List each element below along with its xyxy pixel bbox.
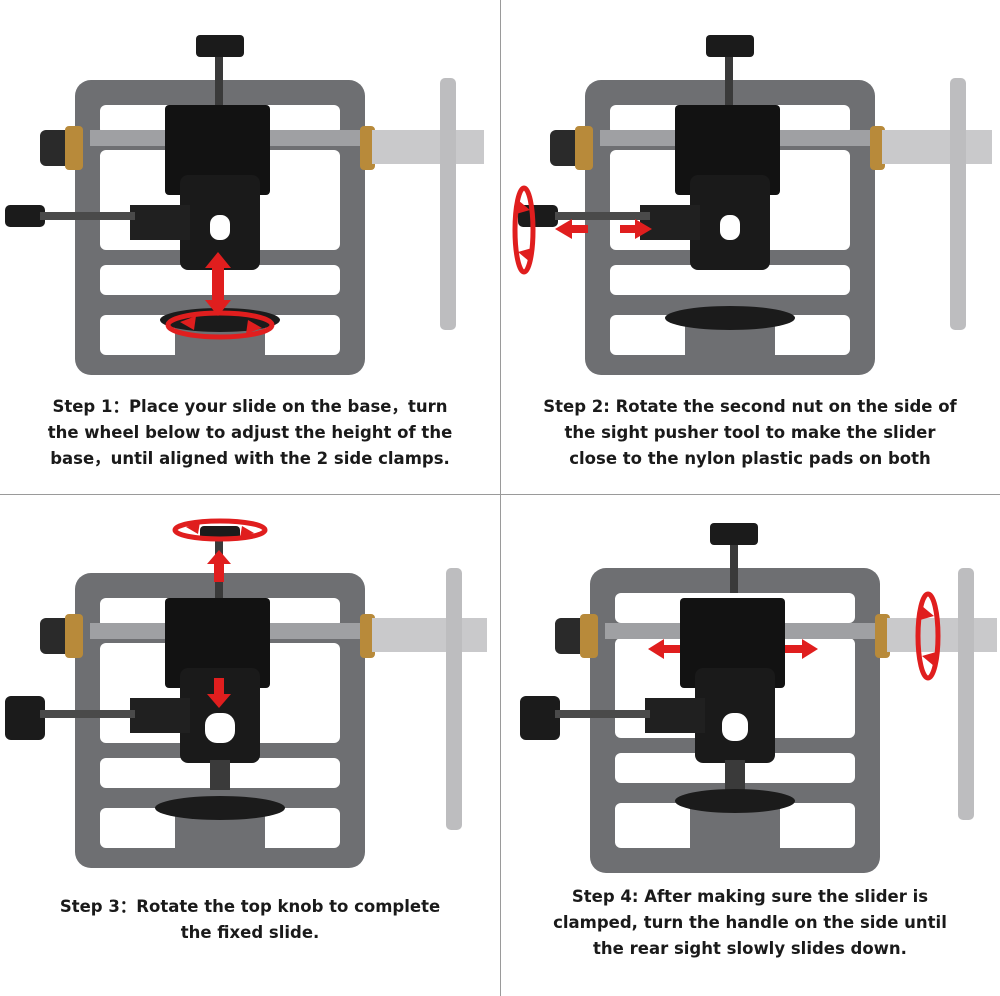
step-2-panel: Step 2: Rotate the second nut on the sid… bbox=[500, 0, 1000, 498]
red-rotation-icon bbox=[915, 591, 941, 681]
step-1-caption: Step 1：Place your slide on the base，turn… bbox=[47, 397, 453, 468]
sight-pusher-tool-illustration bbox=[512, 35, 992, 375]
sight-pusher-tool-illustration bbox=[5, 35, 484, 375]
step-4-panel: Step 4: After making sure the slider is … bbox=[500, 498, 1000, 996]
top-knob-icon bbox=[196, 35, 244, 57]
vertical-divider bbox=[500, 0, 501, 996]
red-direction-arrow-icon bbox=[205, 252, 231, 316]
red-rotation-icon bbox=[172, 518, 268, 542]
slider-block-icon bbox=[675, 105, 780, 195]
handle-icon bbox=[372, 130, 484, 164]
slider-block-icon bbox=[165, 105, 270, 195]
base-wheel-icon bbox=[665, 306, 795, 330]
step-3-panel: Step 3：Rotate the top knob to complete t… bbox=[0, 498, 500, 996]
step-3-caption: Step 3：Rotate the top knob to complete t… bbox=[59, 897, 441, 942]
red-rotation-icon bbox=[512, 185, 536, 275]
top-knob-icon bbox=[706, 35, 754, 57]
red-rotation-icon bbox=[165, 310, 275, 340]
red-direction-arrow-icon bbox=[648, 639, 818, 659]
slider-block-icon bbox=[680, 598, 785, 688]
horizontal-divider bbox=[0, 494, 1000, 495]
sight-pusher-tool-illustration bbox=[520, 523, 997, 873]
step-1-panel: Step 1：Place your slide on the base，turn… bbox=[0, 0, 500, 498]
handle-icon bbox=[887, 618, 997, 652]
red-direction-arrow-icon bbox=[555, 219, 652, 239]
base-wheel-icon bbox=[155, 796, 285, 820]
handle-icon bbox=[882, 130, 992, 164]
step-2-caption: Step 2: Rotate the second nut on the sid… bbox=[543, 397, 957, 468]
step-4-caption: Step 4: After making sure the slider is … bbox=[553, 887, 947, 958]
red-direction-arrow-icon bbox=[207, 550, 231, 708]
base-wheel-icon bbox=[675, 789, 795, 813]
slider-block-icon bbox=[165, 598, 270, 688]
top-knob-icon bbox=[710, 523, 758, 545]
sight-pusher-tool-illustration bbox=[5, 518, 487, 868]
handle-icon bbox=[372, 618, 487, 652]
